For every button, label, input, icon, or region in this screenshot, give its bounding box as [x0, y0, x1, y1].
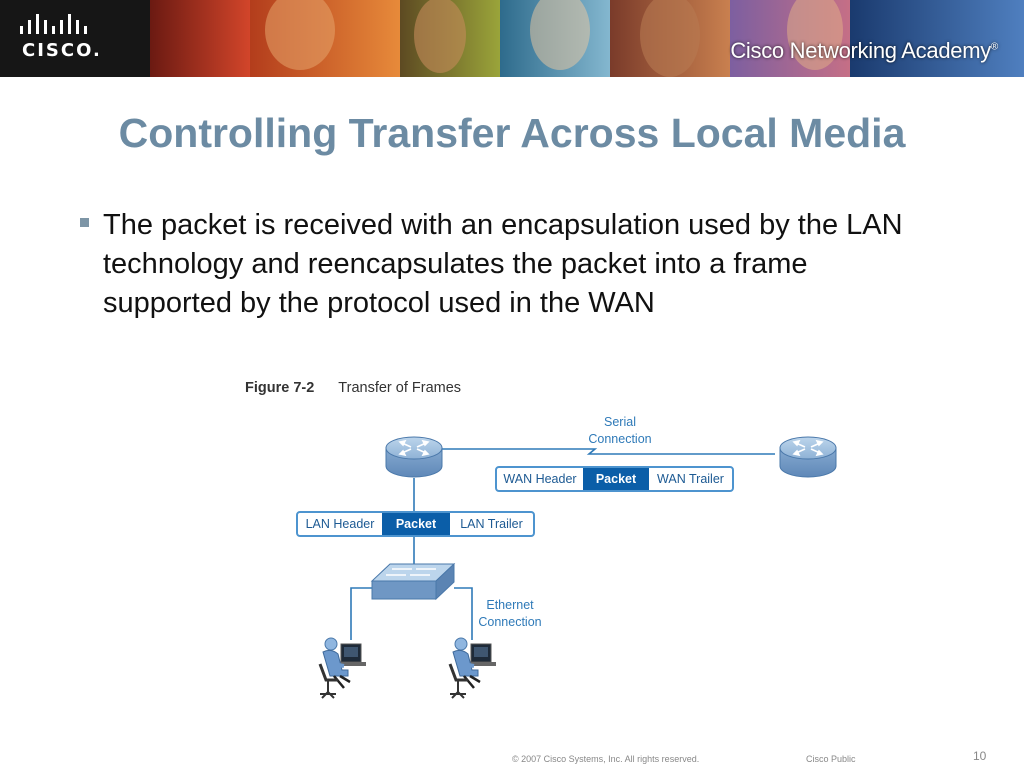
figure-transfer-of-frames: Figure 7-2 Transfer of Frames [240, 370, 860, 720]
academy-name: Cisco Networking Academy® [730, 38, 998, 64]
serial-connection-label: Serial Connection [580, 414, 660, 448]
figure-number: Figure 7-2 [245, 380, 315, 396]
figure-caption-text: Transfer of Frames [338, 380, 462, 396]
switch-icon [370, 562, 456, 601]
serial-label-line1: Serial [604, 415, 636, 429]
router-icon [385, 436, 443, 478]
lan-header: LAN Header [305, 517, 375, 531]
bullet-item: The packet is received with an encapsula… [80, 206, 960, 323]
trademark-symbol: ® [990, 41, 998, 53]
bullet-text: The packet is received with an encapsula… [103, 209, 903, 319]
lan-packet: Packet [382, 513, 450, 535]
figure-caption: Figure 7-2 Transfer of Frames [245, 380, 461, 396]
cisco-logo-text: CISCO. [22, 40, 102, 61]
network-diagram [318, 436, 837, 699]
academy-name-text: Cisco Networking Academy [730, 38, 991, 63]
wan-header: WAN Header [503, 472, 577, 486]
ethernet-link-right [454, 587, 473, 640]
ethernet-label-line2: Connection [478, 615, 542, 629]
ethernet-connection-label: Ethernet Connection [470, 597, 550, 631]
lan-frame: LAN Header Packet LAN Trailer [296, 511, 535, 537]
slide-title: Controlling Transfer Across Local Media [118, 110, 906, 156]
router-icon [779, 436, 837, 478]
user-workstation-icon [448, 637, 496, 699]
cisco-logo-icon [20, 14, 87, 34]
footer-copyright: © 2007 Cisco Systems, Inc. All rights re… [512, 754, 700, 764]
lan-trailer: LAN Trailer [460, 517, 523, 531]
serial-label-line2: Connection [588, 432, 652, 446]
banner-photo-strip [0, 0, 1024, 77]
ethernet-label-line1: Ethernet [486, 598, 534, 612]
wan-packet: Packet [583, 468, 649, 490]
footer-classification: Cisco Public [806, 754, 856, 764]
page-number: 10 [973, 749, 987, 763]
wan-trailer: WAN Trailer [657, 472, 724, 486]
header-banner: CISCO. Cisco Networking Academy® [0, 0, 1024, 77]
ethernet-link-left [350, 587, 372, 640]
user-workstation-icon [318, 637, 366, 699]
serial-link [440, 448, 775, 455]
wan-frame: WAN Header Packet WAN Trailer [495, 466, 734, 492]
bullet-square-icon [80, 218, 89, 227]
